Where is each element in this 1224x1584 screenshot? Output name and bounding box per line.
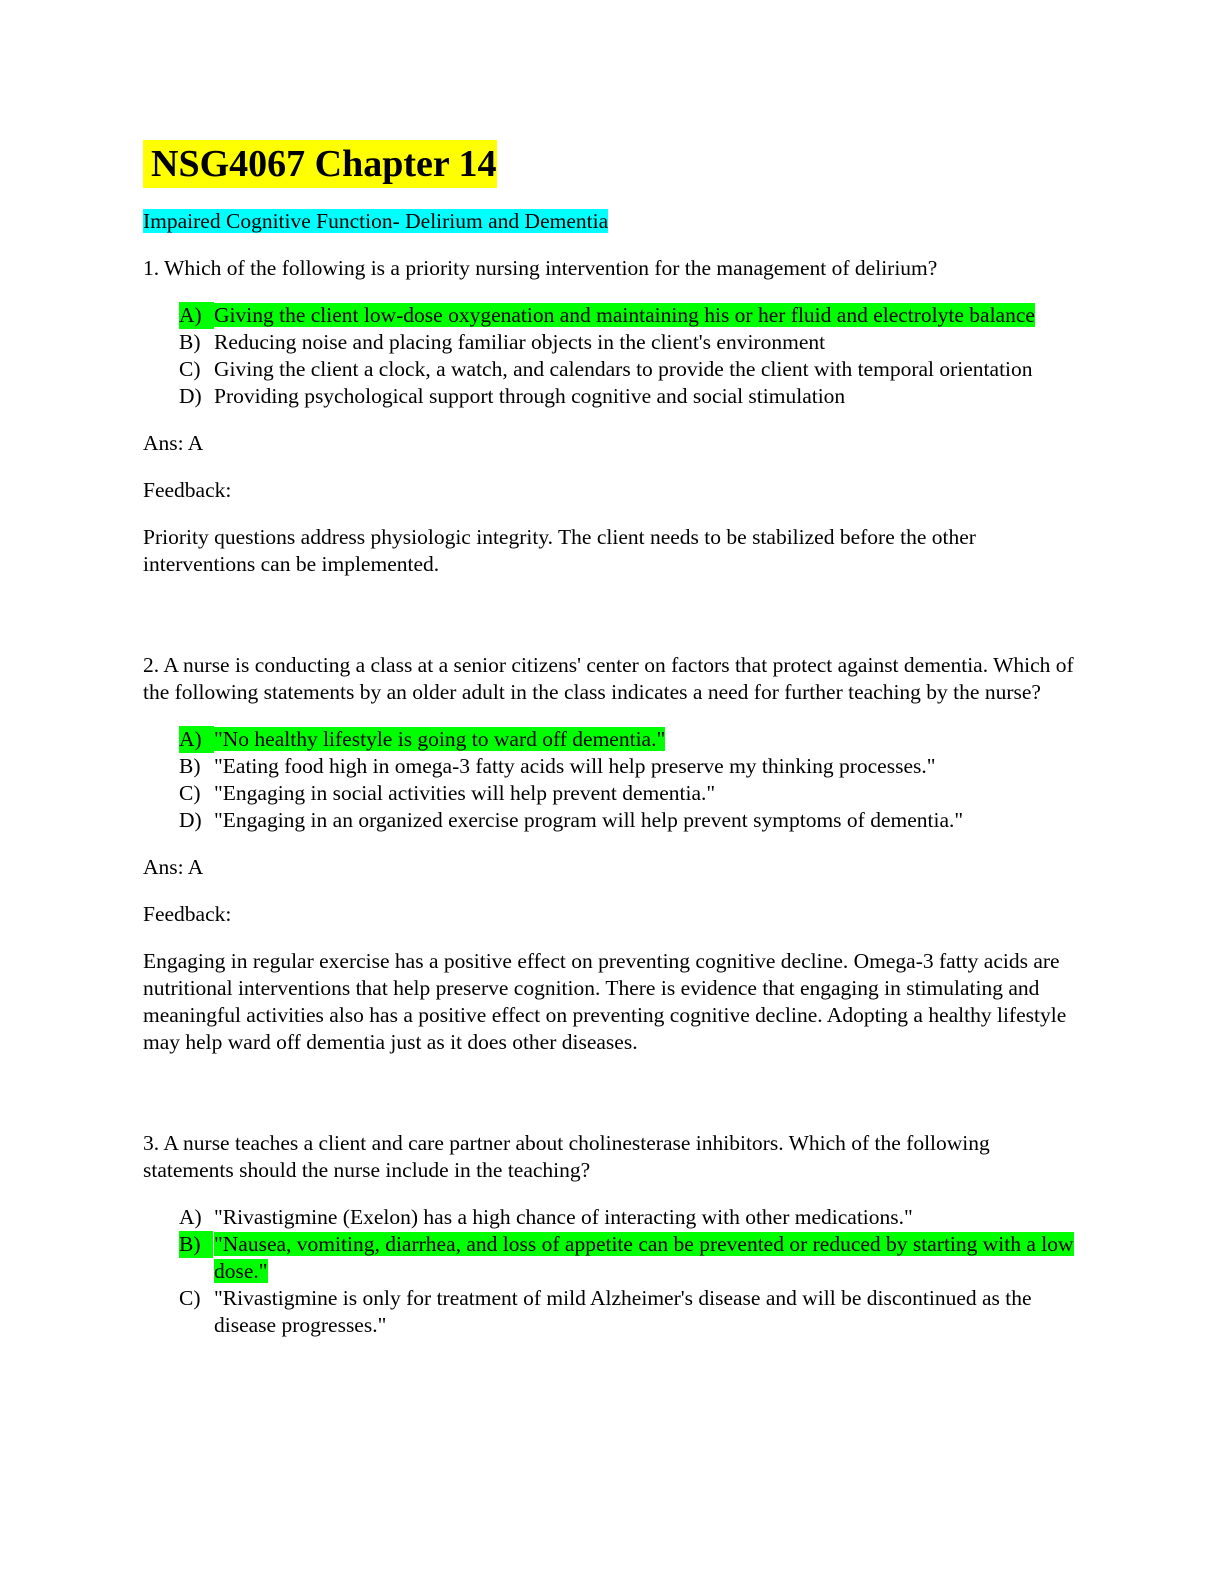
option-text: Providing psychological support through … <box>214 384 846 408</box>
question-3: 3. A nurse teaches a client and care par… <box>143 1130 1083 1339</box>
option-c: C) "Rivastigmine is only for treatment o… <box>179 1285 1083 1339</box>
title-row: NSG4067 Chapter 14 <box>143 140 1083 188</box>
option-letter: B) <box>179 1231 213 1258</box>
feedback-label: Feedback: <box>143 902 232 926</box>
spacer <box>143 1056 1083 1110</box>
option-text: "Rivastigmine (Exelon) has a high chance… <box>214 1205 913 1229</box>
option-letter: B) <box>179 754 201 778</box>
subtitle-row: Impaired Cognitive Function- Delirium an… <box>143 208 1083 235</box>
option-a: A) Giving the client low-dose oxygenatio… <box>179 302 1083 329</box>
answer-options: A) "No healthy lifestyle is going to war… <box>143 726 1083 834</box>
answer-options: A) "Rivastigmine (Exelon) has a high cha… <box>143 1204 1083 1339</box>
feedback-text: Engaging in regular exercise has a posit… <box>143 949 1067 1054</box>
question-text: 2. A nurse is conducting a class at a se… <box>143 653 1074 704</box>
option-c: C) Giving the client a clock, a watch, a… <box>179 356 1083 383</box>
option-text: Giving the client a clock, a watch, and … <box>214 357 1033 381</box>
answer-options: A) Giving the client low-dose oxygenatio… <box>143 302 1083 410</box>
document-title: NSG4067 Chapter 14 <box>143 140 497 188</box>
option-d: D) Providing psychological support throu… <box>179 383 1083 410</box>
option-letter: A) <box>179 1205 202 1229</box>
document-subtitle: Impaired Cognitive Function- Delirium an… <box>143 209 609 233</box>
option-b: B) "Nausea, vomiting, diarrhea, and loss… <box>179 1231 1083 1285</box>
question-text: 3. A nurse teaches a client and care par… <box>143 1131 990 1182</box>
feedback-text: Priority questions address physiologic i… <box>143 525 976 576</box>
option-letter: C) <box>179 357 201 381</box>
question-2: 2. A nurse is conducting a class at a se… <box>143 652 1083 1056</box>
question-1: 1. Which of the following is a priority … <box>143 255 1083 578</box>
answer-line: Ans: A <box>143 855 204 879</box>
option-b: B) Reducing noise and placing familiar o… <box>179 329 1083 356</box>
option-d: D) "Engaging in an organized exercise pr… <box>179 807 1083 834</box>
option-letter: D) <box>179 384 202 408</box>
option-letter: D) <box>179 808 202 832</box>
option-letter: C) <box>179 1286 201 1310</box>
option-letter: A) <box>179 726 214 753</box>
option-text: Giving the client low-dose oxygenation a… <box>214 303 1035 327</box>
option-b: B) "Eating food high in omega-3 fatty ac… <box>179 753 1083 780</box>
question-text: 1. Which of the following is a priority … <box>143 256 938 280</box>
option-text: "Engaging in social activities will help… <box>214 781 716 805</box>
option-text: "Eating food high in omega-3 fatty acids… <box>214 754 936 778</box>
option-letter: C) <box>179 781 201 805</box>
option-c: C) "Engaging in social activities will h… <box>179 780 1083 807</box>
option-text: Reducing noise and placing familiar obje… <box>214 330 826 354</box>
spacer <box>143 578 1083 632</box>
option-text: "No healthy lifestyle is going to ward o… <box>214 727 666 751</box>
answer-line: Ans: A <box>143 431 204 455</box>
option-text: "Rivastigmine is only for treatment of m… <box>214 1286 1032 1337</box>
option-letter: B) <box>179 330 201 354</box>
option-text: "Nausea, vomiting, diarrhea, and loss of… <box>214 1232 1074 1283</box>
option-a: A) "No healthy lifestyle is going to war… <box>179 726 1083 753</box>
document-page: NSG4067 Chapter 14 Impaired Cognitive Fu… <box>143 140 1083 1339</box>
feedback-label: Feedback: <box>143 478 232 502</box>
option-letter: A) <box>179 302 214 329</box>
option-a: A) "Rivastigmine (Exelon) has a high cha… <box>179 1204 1083 1231</box>
option-text: "Engaging in an organized exercise progr… <box>214 808 964 832</box>
